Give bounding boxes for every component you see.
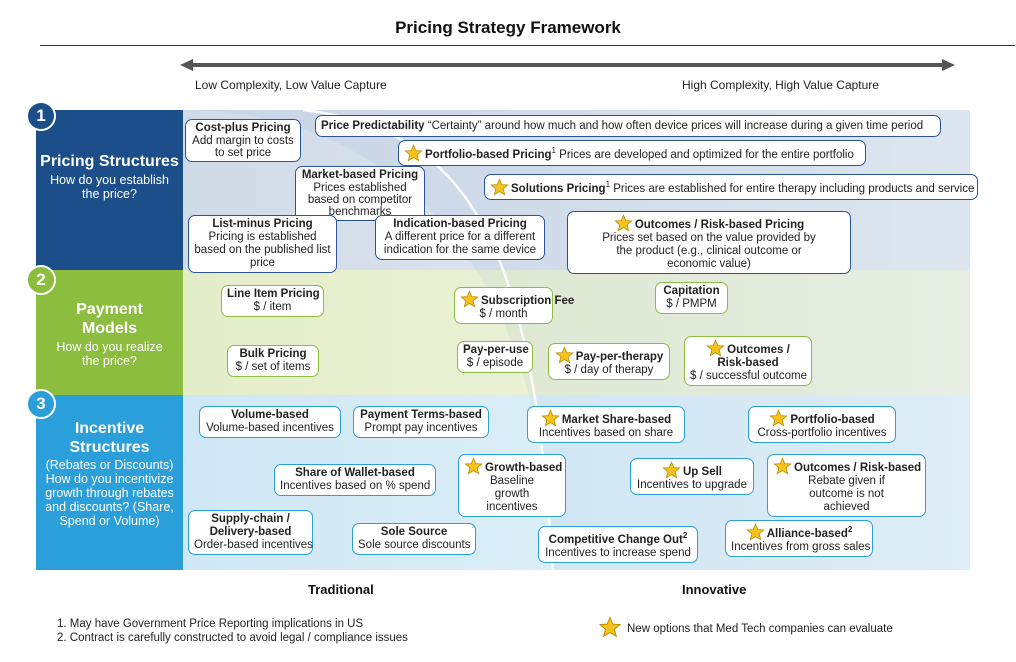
star-icon (598, 616, 622, 638)
line-item-pricing-card: Line Item Pricing$ / item (221, 285, 324, 317)
section-number-badge: 3 (26, 389, 56, 419)
bulk-pricing-card: Bulk Pricing$ / set of items (227, 345, 319, 377)
complexity-arrow (180, 59, 955, 71)
subscription-fee-card: Subscription Fee$ / month (454, 287, 574, 324)
star-icon (490, 178, 509, 196)
innovative-label: Innovative (682, 582, 747, 597)
axis-label-left: Low Complexity, Low Value Capture (195, 78, 387, 92)
section-pricing-structures: Pricing Structures How do you establish … (36, 110, 183, 270)
traditional-label: Traditional (308, 582, 374, 597)
star-icon (555, 346, 574, 364)
star-icon (614, 214, 633, 232)
title-divider (40, 45, 1015, 46)
section-number-badge: 1 (26, 101, 56, 131)
star-icon (706, 339, 725, 357)
pay-per-therapy-card: Pay-per-therapy$ / day of therapy (548, 343, 670, 380)
star-icon (769, 409, 788, 427)
section-heading: Incentive Structures (69, 420, 150, 456)
portfolio-based-pricing-card: Portfolio-based Pricing1 Prices are deve… (398, 140, 866, 166)
section-heading: Pricing Structures (40, 153, 179, 170)
star-icon (460, 290, 479, 308)
star-icon (404, 144, 423, 162)
star-icon (541, 409, 560, 427)
page-title: Pricing Strategy Framework (395, 18, 621, 37)
footnote-1: 1. May have Government Price Reporting i… (57, 618, 364, 630)
section-incentive-structures: Incentive Structures (Rebates or Discoun… (36, 395, 183, 570)
axis-label-right: High Complexity, High Value Capture (682, 78, 879, 92)
star-icon (773, 457, 792, 475)
section-description: (Rebates or Discounts) How do you incent… (45, 458, 174, 528)
section-payment-models: Payment Models How do you realize the pr… (36, 270, 183, 395)
star-icon (662, 461, 681, 479)
footnote-2: 2. Contract is carefully constructed to … (57, 632, 408, 644)
section-description: How do you establish the price? (50, 173, 169, 201)
section-heading: Payment Models (76, 301, 143, 337)
solutions-pricing-card: Solutions Pricing1 Prices are establishe… (484, 174, 978, 200)
star-icon (464, 457, 483, 475)
pay-per-use-card: Pay-per-use$ / episode (457, 341, 533, 373)
legend-text: New options that Med Tech companies can … (627, 623, 893, 635)
star-icon (746, 523, 765, 541)
section-number-badge: 2 (26, 265, 56, 295)
capitation-card: Capitation$ / PMPM (655, 282, 728, 314)
section-description: How do you realize the price? (56, 340, 163, 368)
outcomes-risk-based-payment-card: Outcomes / Risk-based$ / successful outc… (684, 336, 812, 386)
price-predictability-card: Price Predictability “Certainty” around … (315, 115, 941, 137)
